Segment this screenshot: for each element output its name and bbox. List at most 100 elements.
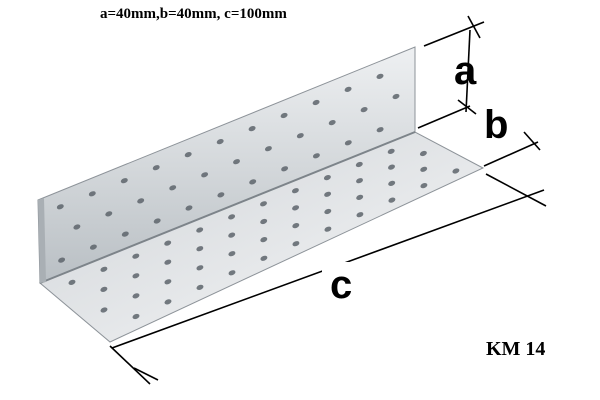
- vertical-flange-hole: [185, 205, 193, 211]
- horizontal-flange-hole: [164, 279, 172, 285]
- horizontal-flange-hole: [164, 299, 172, 305]
- horizontal-flange-hole: [164, 240, 172, 246]
- horizontal-flange-hole: [355, 161, 363, 168]
- vertical-flange-hole: [328, 119, 336, 126]
- dimension-a: a: [423, 15, 485, 115]
- vertical-flange-hole: [280, 112, 288, 119]
- horizontal-flange-hole: [228, 270, 236, 276]
- horizontal-flange-hole: [132, 273, 140, 279]
- horizontal-flange-hole: [356, 178, 363, 184]
- dimension-b-tick: [523, 131, 541, 151]
- vertical-flange-hole: [376, 127, 384, 133]
- vertical-flange-hole: [296, 133, 304, 139]
- vertical-flange-hole: [312, 99, 320, 106]
- horizontal-flange-hole: [324, 191, 332, 197]
- dimension-b: b: [417, 103, 541, 167]
- horizontal-flange-hole: [260, 218, 268, 225]
- horizontal-flange-hole: [228, 251, 236, 257]
- perforation-holes: [56, 73, 460, 320]
- dimension-a-extension: [465, 29, 471, 113]
- horizontal-flange-hole: [196, 284, 204, 291]
- vertical-flange-hole: [216, 138, 224, 145]
- vertical-flange-hole: [344, 86, 352, 93]
- vertical-flange-hole: [153, 218, 161, 224]
- vertical-flange-hole: [56, 204, 64, 210]
- horizontal-flange-hole: [292, 241, 300, 247]
- horizontal-flange-hole: [100, 266, 108, 272]
- dimension-spec-text: a=40mm,b=40mm, c=100mm: [100, 6, 287, 22]
- horizontal-flange-hole: [292, 222, 300, 229]
- vertical-flange-hole: [281, 166, 289, 172]
- vertical-flange-hole: [360, 106, 368, 113]
- vertical-flange-hole: [201, 172, 209, 178]
- vertical-flange-hole: [89, 244, 97, 250]
- horizontal-flange-hole: [164, 259, 172, 265]
- vertical-flange-hole: [105, 211, 113, 217]
- vertical-flange-hole: [137, 198, 145, 204]
- horizontal-flange-hole: [324, 208, 332, 215]
- dimension-a-line: [423, 21, 485, 47]
- horizontal-flange-hole: [420, 166, 428, 172]
- vertical-flange-hole: [217, 192, 225, 198]
- vertical-flange-hole: [169, 185, 177, 191]
- horizontal-flange-hole: [388, 180, 396, 187]
- horizontal-flange-hole: [260, 255, 268, 261]
- end-cut: [38, 198, 46, 283]
- horizontal-flange-hole: [291, 188, 299, 194]
- dimension-c-tick-left-arm: [109, 345, 151, 385]
- dimension-b-line-upper: [417, 105, 471, 129]
- vertical-flange-hole: [58, 257, 66, 263]
- vertical-flange-hole: [344, 140, 352, 146]
- horizontal-flange-hole: [388, 164, 395, 170]
- horizontal-flange-hole: [452, 168, 460, 174]
- dimension-b-line-lower: [483, 141, 539, 167]
- vertical-flange-hole: [264, 146, 272, 152]
- horizontal-flange-hole: [260, 236, 268, 243]
- vertical-flange-hole: [248, 125, 256, 132]
- vertical-flange-hole: [233, 159, 240, 165]
- dimension-c-extension: [485, 173, 547, 207]
- horizontal-flange-hole: [196, 227, 204, 233]
- bend-edge: [39, 131, 416, 284]
- dimension-b-label: b: [484, 103, 508, 147]
- dimension-c-label-gap: [322, 262, 366, 304]
- horizontal-flange-hole: [228, 214, 236, 220]
- dimension-a-label: a: [454, 49, 477, 93]
- horizontal-flange-hole: [260, 201, 267, 207]
- horizontal-flange-hole: [356, 212, 364, 218]
- vertical-flange-hole: [88, 191, 96, 197]
- vertical-flange-hole: [184, 151, 192, 158]
- horizontal-flange-hole: [323, 174, 331, 181]
- horizontal-flange-hole: [228, 232, 236, 238]
- vertical-flange-hole: [152, 165, 160, 171]
- horizontal-flange-hole: [356, 194, 364, 201]
- horizontal-flange-hole: [292, 205, 300, 211]
- horizontal-flange-hole: [419, 150, 427, 157]
- dimension-a-tick-top: [467, 15, 481, 39]
- horizontal-flange-hole: [324, 226, 332, 232]
- product-code-label: KM 14: [486, 338, 546, 360]
- vertical-flange-hole: [249, 179, 257, 185]
- horizontal-flange-hole: [196, 246, 204, 252]
- horizontal-flange-hole: [132, 253, 140, 259]
- horizontal-flange-hole: [68, 279, 76, 286]
- horizontal-flange-hole: [420, 182, 428, 189]
- horizontal-flange-hole: [196, 265, 204, 271]
- vertical-flange-hole: [73, 224, 81, 230]
- horizontal-flange-hole: [132, 313, 140, 320]
- horizontal-flange-hole: [387, 148, 395, 155]
- dimension-c: c: [109, 173, 547, 385]
- dimension-c-label: c: [330, 263, 352, 307]
- vertical-flange-hole: [121, 231, 129, 237]
- horizontal-flange-hole: [100, 307, 108, 313]
- vertical-flange-hole: [376, 73, 384, 80]
- dimension-c-tick-left: [133, 367, 159, 381]
- vertical-flange-hole: [312, 153, 320, 159]
- horizontal-flange-hole: [388, 197, 396, 203]
- horizontal-flange-hole: [132, 293, 140, 299]
- vertical-flange-hole: [392, 93, 400, 100]
- horizontal-flange-hole: [100, 286, 108, 293]
- vertical-flange-hole: [120, 178, 128, 184]
